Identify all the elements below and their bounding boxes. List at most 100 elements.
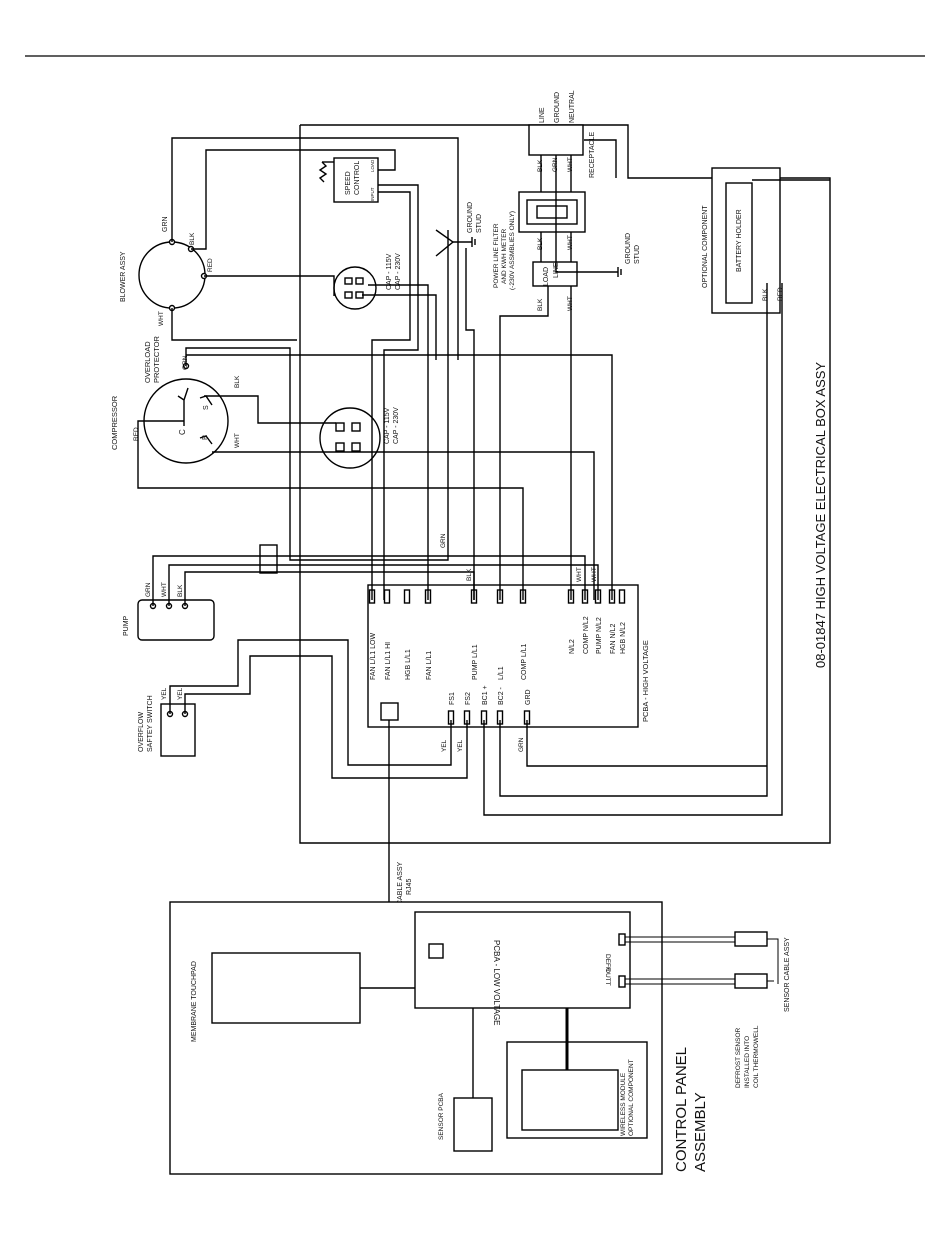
pcba-terminal-label-right: PUMP N/L2 [596, 617, 603, 654]
defrost-label-1: DEFROST SENSOR [735, 1027, 742, 1088]
defrost-label-2: INSTALLED INTO [744, 1036, 751, 1088]
blower-wire-blk: BLK [189, 232, 196, 245]
blower-label: BLOWER ASSY [120, 251, 127, 302]
ground-stud-2-label-2: STUD [634, 245, 641, 264]
ground-stud-1-label-1: GROUND [467, 202, 474, 233]
wht-label-1: WHT [576, 567, 583, 582]
battery-label: BATTERY HOLDER [736, 209, 743, 272]
blower-capacitor: CAP - 115V CAP - 230V [333, 253, 402, 310]
compressor-label: COMPRESSOR [110, 395, 119, 450]
speed-control-load: LOAD [370, 159, 375, 172]
sensor-pcba-label: SENSOR PCBA [438, 1092, 445, 1140]
pump-label: PUMP [123, 615, 130, 636]
filter-label-3: (-230V ASSMBLIES ONLY) [509, 211, 516, 290]
pump-connector [259, 544, 278, 574]
neutral-label: NEUTRAL [569, 90, 576, 123]
pcba-terminal-label-right: FAN N/L2 [610, 624, 617, 654]
pump-wire-blk: BLK [177, 584, 184, 597]
filter-label-2: AND KWH METER [501, 228, 508, 284]
defrost-label-3: COIL THERMOWELL [753, 1025, 760, 1088]
pcba-terminal-right [618, 589, 626, 604]
pcba-terminal-label-right: HGB N/L2 [620, 622, 627, 654]
pcba-terminal-label-bottom: FS2 [465, 692, 472, 705]
line-label: LINE [539, 107, 546, 123]
blower-cap-label-2: CAP - 230V [395, 253, 402, 290]
overload-label-1: OVERLOAD [143, 341, 152, 383]
wireless-label-1: WIRELESS MODULE [620, 1072, 627, 1136]
sensor-cable-label: SENSOR CABLE ASSY [784, 937, 791, 1012]
control-panel: CONTROL PANEL ASSEMBLY MEMBRANE TOUCHPAD… [169, 901, 709, 1175]
pcba-terminal-label-top: PUMP L/L1 [472, 644, 479, 680]
receptacle: RECEPTACLE LINE GROUND NEUTRAL BLK GRN W… [528, 90, 596, 178]
pump: PUMP GRN WHT BLK [123, 582, 215, 641]
pcba-terminal-label-bottom: GRD [525, 689, 532, 705]
pcba-terminal-label-right: COMP N/L2 [583, 616, 590, 654]
grn-label-mid: GRN [440, 533, 447, 548]
hv-box-title: 08-01847 HIGH VOLTAGE ELECTRICAL BOX ASS… [813, 362, 828, 668]
filter-wire-blk2: BLK [537, 298, 544, 311]
control-panel-title-2: ASSEMBLY [692, 1092, 709, 1172]
compressor-wire-wht: WHT [234, 433, 241, 448]
pump-wire-grn: GRN [145, 582, 152, 597]
overflow-label-2: SAFTEY SWITCH [147, 695, 154, 752]
optional-label: OPTIONAL COMPONENT [702, 205, 709, 288]
outt-label: OUTT [604, 968, 611, 986]
yel-label-2: YEL [457, 739, 464, 752]
wireless-label-2: OPTIONAL COMPONENT [628, 1059, 635, 1136]
overflow-wire-yel1: YEL [161, 687, 168, 700]
pcba-high-voltage: PCBA - HIGH VOLTAGE [367, 584, 650, 728]
compressor-pin-r: R [202, 435, 209, 440]
control-panel-title-1: CONTROL PANEL [673, 1047, 690, 1172]
yel-label-1: YEL [441, 739, 448, 752]
wires [137, 137, 830, 954]
blower-wire-red: RED [207, 258, 214, 272]
blower-cap-label-1: CAP - 115V [386, 253, 393, 290]
ground-stud-2-label-1: GROUND [625, 233, 632, 264]
overload-label-2: PROTECTOR [152, 335, 161, 383]
ground-stud-2: GROUND STUD [598, 233, 641, 277]
overflow-switch: OVERFLOW SAFTEY SWITCH YEL YEL [138, 687, 196, 757]
receptacle-label: RECEPTACLE [589, 132, 596, 178]
filter-load-label: LOAD [543, 267, 550, 286]
battery-wire-blk: BLK [762, 288, 769, 301]
blower-wire-wht: WHT [158, 311, 165, 326]
pcba-terminal-label-top: COMP L/L1 [521, 643, 528, 680]
cable-label-1: CABLE ASSY [397, 861, 404, 905]
comp-cap-label-1: CAP - 115V [384, 407, 391, 444]
pcba-terminal-label-top: L/L1 [498, 666, 505, 680]
hv-box-outline [299, 124, 831, 844]
cable-label-2: RJ45 [406, 879, 413, 895]
blower-assy: BLOWER ASSY GRN BLK RED WHT [120, 216, 214, 326]
membrane-label: MEMBRANE TOUCHPAD [191, 961, 198, 1042]
grn-label-grd: GRN [518, 737, 525, 752]
pcba-terminal-label-right: N/L2 [569, 639, 576, 654]
speed-control-label-1: SPEED [345, 171, 352, 195]
ground-stud-1: GROUND STUD [453, 202, 483, 247]
speed-control-label-2: CONTROL [354, 161, 361, 195]
filter-label-1: POWER LINE FILTER [493, 223, 500, 288]
compressor-capacitor: CAP - 115V CAP - 230V [319, 407, 400, 469]
pcba-terminal-label-top: FAN L/L1 HI [385, 642, 392, 680]
battery-holder: OPTIONAL COMPONENT BATTERY HOLDER BLK RE… [702, 167, 784, 314]
compressor-wire-red: RED [133, 427, 140, 441]
speed-control-input: INPUT [370, 187, 375, 201]
pcba-terminal-top [383, 589, 391, 604]
pcba-terminal-label-top: FAN L/L1 [426, 651, 433, 680]
pcba-terminal-label-bottom: BC2 - [498, 686, 505, 705]
defr-label: DEFR [604, 954, 611, 972]
compressor-pin-s: S [203, 405, 210, 410]
compressor-pin-c: C [178, 429, 187, 435]
compressor: COMPRESSOR OVERLOAD PROTECTOR C S R RED … [110, 335, 241, 464]
ground-stud-1-label-2: STUD [476, 214, 483, 233]
comp-cap-label-2: CAP - 230V [393, 407, 400, 444]
pcba-hv-label: PCBA - HIGH VOLTAGE [641, 640, 650, 722]
pcba-terminal-label-top: FAN L/L1 LOW [370, 633, 377, 680]
pcba-terminal-top [403, 589, 411, 604]
overflow-label-1: OVERFLOW [138, 712, 145, 752]
pcba-terminal-label-bottom: FS1 [449, 692, 456, 705]
overflow-wire-yel2: YEL [177, 687, 184, 700]
wht-label-2: WHT [591, 567, 598, 582]
speed-control: SPEED CONTROL INPUT LOAD [318, 157, 379, 203]
pcba-lv-label: PCBA - LOW VOLTAGE [492, 940, 501, 1026]
